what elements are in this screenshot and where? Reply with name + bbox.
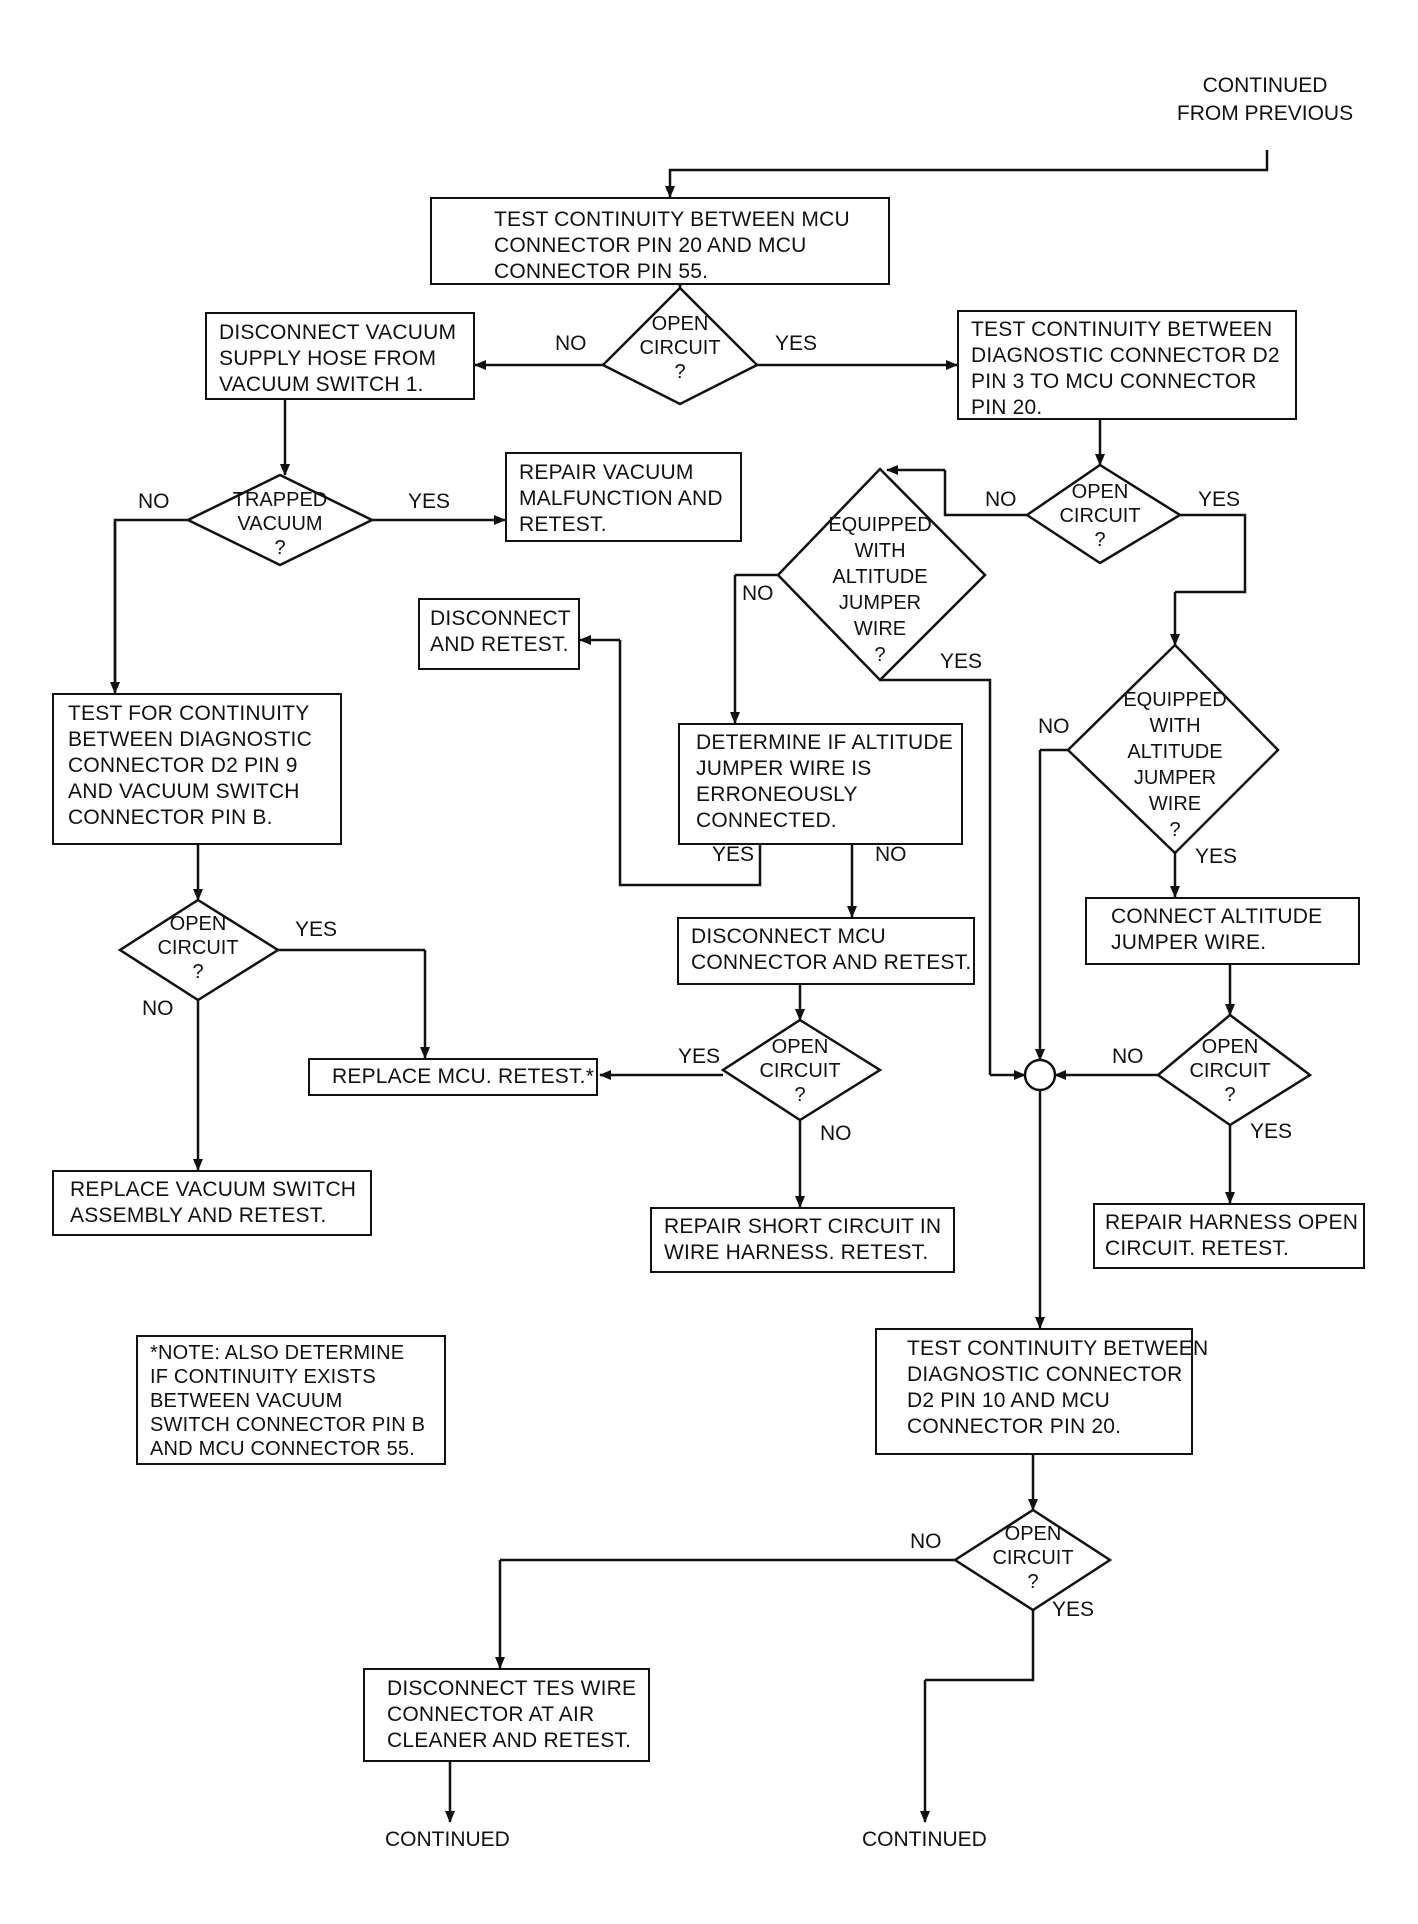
box-test-d2-pin3: TEST CONTINUITY BETWEEN DIAGNOSTIC CONNE… xyxy=(957,310,1297,420)
label-no-oc5: NO xyxy=(1112,1045,1144,1068)
label-yes-trapped: YES xyxy=(408,490,451,513)
label-no-determine: NO xyxy=(875,843,907,866)
box-replace-vacuum-switch: REPLACE VACUUM SWITCH ASSEMBLY AND RETES… xyxy=(52,1170,372,1236)
label-no-oc4: NO xyxy=(820,1122,852,1145)
decision-text-trapped-vacuum: TRAPPED VACUUM ? xyxy=(232,489,328,559)
box-test-d2-pin10: TEST CONTINUITY BETWEEN DIAGNOSTIC CONNE… xyxy=(875,1328,1208,1455)
label-no-oc2: NO xyxy=(985,488,1017,511)
decision-open-circuit-1 xyxy=(600,286,760,406)
box-repair-vacuum: REPAIR VACUUM MALFUNCTION AND RETEST. xyxy=(505,452,742,542)
box-test-d2-pin9: TEST FOR CONTINUITY BETWEEN DIAGNOSTIC C… xyxy=(52,693,342,845)
note-box: *NOTE: ALSO DETERMINE IF CONTINUITY EXIS… xyxy=(136,1335,446,1465)
box-disconnect-vacuum-hose: DISCONNECT VACUUM SUPPLY HOSE FROM VACUU… xyxy=(205,312,475,400)
box-repair-short: REPAIR SHORT CIRCUIT IN WIRE HARNESS. RE… xyxy=(650,1207,955,1273)
decision-text-open-circuit-4: OPEN CIRCUIT ? xyxy=(759,1036,841,1106)
junction-circle xyxy=(1023,1058,1057,1092)
decision-text-open-circuit-6: OPEN CIRCUIT ? xyxy=(992,1523,1074,1593)
label-no-equipped2: NO xyxy=(1038,715,1070,738)
label-yes-determine: YES xyxy=(712,843,755,866)
label-no-equipped1: NO xyxy=(742,582,774,605)
header-line-2: FROM PREVIOUS xyxy=(1176,102,1354,125)
decision-text-equipped-jumper-1: EQUIPPED WITH ALTITUDE JUMPER WIRE ? xyxy=(828,514,932,666)
continued-left: CONTINUED xyxy=(385,1828,510,1851)
box-determine-jumper: DETERMINE IF ALTITUDE JUMPER WIRE IS ERR… xyxy=(678,723,963,845)
decision-open-circuit-2 xyxy=(1024,463,1183,565)
label-yes-equipped1: YES xyxy=(940,650,983,673)
label-yes-oc3: YES xyxy=(295,918,338,941)
label-no-oc1: NO xyxy=(555,332,587,355)
box-replace-mcu: REPLACE MCU. RETEST.* xyxy=(308,1058,598,1096)
continued-right: CONTINUED xyxy=(862,1828,987,1851)
box-test-pin20-pin55: TEST CONTINUITY BETWEEN MCU CONNECTOR PI… xyxy=(430,197,890,285)
box-disconnect-mcu: DISCONNECT MCU CONNECTOR AND RETEST. xyxy=(677,917,975,985)
box-disconnect-retest: DISCONNECT AND RETEST. xyxy=(418,598,580,670)
decision-text-open-circuit-3: OPEN CIRCUIT ? xyxy=(157,913,239,983)
label-yes-oc4: YES xyxy=(678,1045,721,1068)
decision-text-equipped-jumper-2: EQUIPPED WITH ALTITUDE JUMPER WIRE ? xyxy=(1123,689,1227,841)
label-yes-oc2: YES xyxy=(1198,488,1241,511)
box-connect-jumper: CONNECT ALTITUDE JUMPER WIRE. xyxy=(1085,897,1360,965)
label-no-trapped: NO xyxy=(138,490,170,513)
label-yes-oc5: YES xyxy=(1250,1120,1293,1143)
label-yes-equipped2: YES xyxy=(1195,845,1238,868)
decision-text-open-circuit-2: OPEN CIRCUIT ? xyxy=(1059,481,1141,551)
header-line-1: CONTINUED xyxy=(1202,74,1328,97)
label-yes-oc6: YES xyxy=(1052,1598,1095,1621)
decision-text-open-circuit-5: OPEN CIRCUIT ? xyxy=(1189,1036,1271,1106)
box-disconnect-tes: DISCONNECT TES WIRE CONNECTOR AT AIR CLE… xyxy=(363,1668,650,1762)
box-repair-open: REPAIR HARNESS OPEN CIRCUIT. RETEST. xyxy=(1093,1203,1365,1269)
decision-text-open-circuit-1: OPEN CIRCUIT ? xyxy=(639,313,721,383)
label-no-oc6: NO xyxy=(910,1530,942,1553)
label-yes-oc1: YES xyxy=(775,332,818,355)
continued-from-previous: CONTINUED FROM PREVIOUS xyxy=(1160,72,1370,128)
decision-trapped-vacuum xyxy=(185,473,375,567)
label-no-oc3: NO xyxy=(142,997,174,1020)
